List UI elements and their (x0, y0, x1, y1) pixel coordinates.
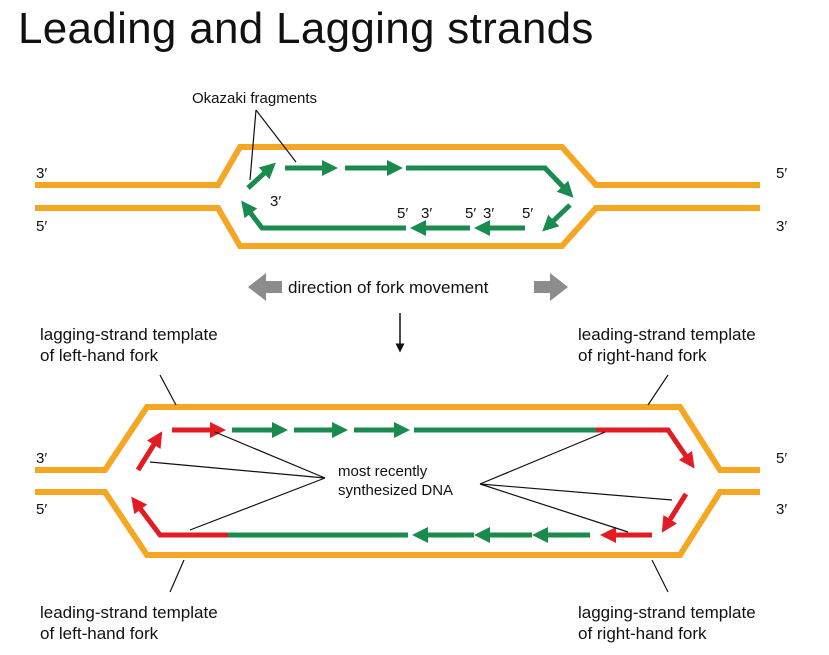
callout-line-lagging-left (159, 374, 177, 406)
bottom-recent-leading-left (131, 496, 230, 538)
bottom-recent-okazaki-right (661, 492, 689, 533)
bottom-template-upper (35, 404, 760, 473)
leading-right-template-sublabel: of right-hand fork (578, 346, 707, 365)
bottom-left-lower-end: 5′ (36, 501, 47, 518)
callout-line-leading-right (647, 374, 669, 406)
lagging-right-template-sublabel: of right-hand fork (578, 624, 707, 643)
top-inner-label: 3′ (421, 205, 432, 222)
direction-label: direction of fork movement (288, 278, 489, 297)
leading-left-template-sublabel: of left-hand fork (40, 624, 159, 643)
callout-line-lagging-right (651, 559, 669, 593)
right-direction-arrow-icon (534, 273, 568, 301)
top-replication-bubble: Okazaki fragments 3′ 5′ 5′ 3′ 3′ 5′ 3′ 5… (35, 90, 787, 249)
page-title: Leading and Lagging strands (18, 4, 594, 53)
bottom-replication-bubble: most recently synthesized DNA lagging-st… (35, 325, 787, 643)
top-inner-label: 5′ (397, 205, 408, 222)
recent-dna-pointer-line (214, 431, 326, 479)
top-leading-strand-right (406, 165, 574, 198)
top-inner-label: 3′ (483, 205, 494, 222)
recent-dna-pointer-line (149, 461, 326, 479)
recent-dna-pointer-line (479, 431, 606, 485)
bottom-recent-okazaki-left (135, 431, 163, 472)
left-direction-arrow-icon (248, 273, 282, 301)
leading-left-template-label: leading-strand template (40, 603, 218, 622)
bottom-right-upper-end: 5′ (776, 450, 787, 467)
okazaki-fragments-label: Okazaki fragments (192, 90, 317, 107)
recent-dna-pointer-line (479, 483, 673, 501)
top-template-upper (35, 144, 760, 188)
top-right-lower-end: 3′ (776, 218, 787, 235)
top-inner-label: 5′ (465, 205, 476, 222)
top-left-lower-end: 5′ (36, 218, 47, 235)
okazaki-pointer-line (255, 109, 297, 163)
fork-direction: direction of fork movement (248, 273, 568, 301)
okazaki-pointer-line (249, 109, 257, 181)
top-okazaki-fragment-left (246, 162, 276, 190)
top-inner-label: 3′ (270, 193, 281, 210)
recent-dna-pointer-line (189, 477, 326, 531)
callout-line-leading-left (169, 559, 185, 593)
leading-right-template-label: leading-strand template (578, 325, 756, 344)
top-leading-strand-left (241, 200, 406, 231)
recent-dna-label-line1: most recently (338, 463, 428, 480)
bottom-template-lower (35, 489, 760, 558)
bottom-recent-leading-right (596, 427, 695, 469)
recent-dna-pointer-line (479, 483, 629, 533)
lagging-left-template-sublabel: of left-hand fork (40, 346, 159, 365)
lagging-left-template-label: lagging-strand template (40, 325, 218, 344)
lagging-right-template-label: lagging-strand template (578, 603, 756, 622)
bottom-right-lower-end: 3′ (776, 501, 787, 518)
top-right-upper-end: 5′ (776, 165, 787, 182)
top-left-upper-end: 3′ (36, 165, 47, 182)
recent-dna-label-line2: synthesized DNA (338, 482, 453, 499)
top-inner-label: 5′ (522, 205, 533, 222)
bottom-left-upper-end: 3′ (36, 450, 47, 467)
top-okazaki-fragment-right (542, 203, 572, 232)
top-template-lower (35, 205, 760, 249)
